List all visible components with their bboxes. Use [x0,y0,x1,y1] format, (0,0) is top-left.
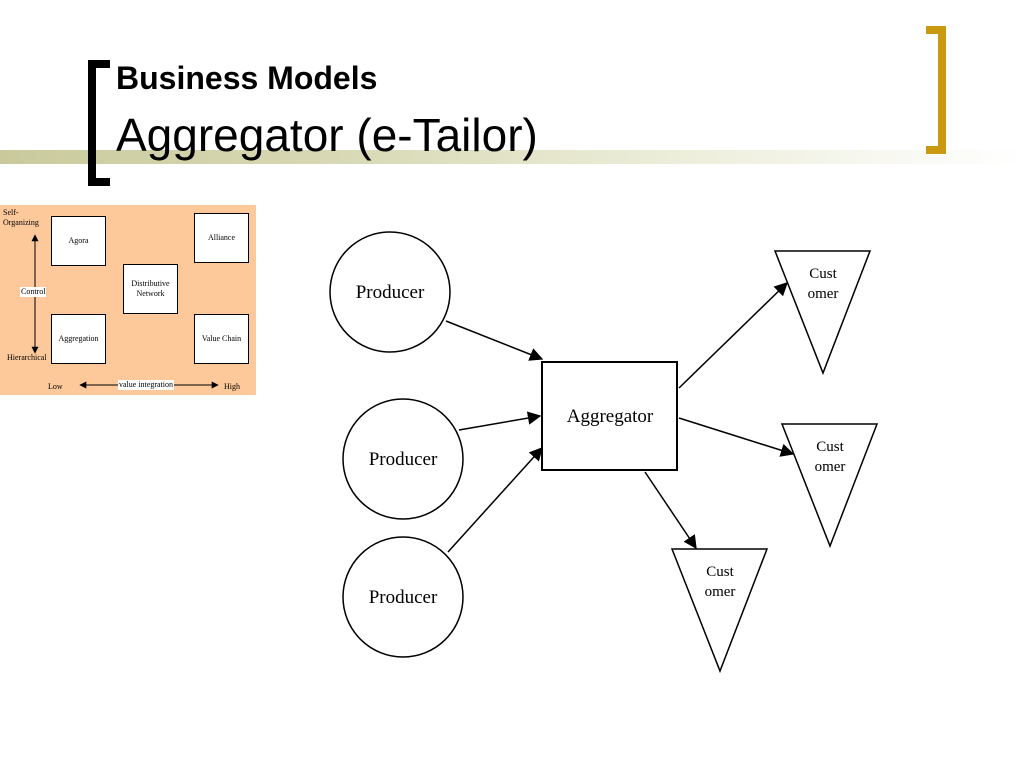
flow-arrow-producer2-aggregator [458,411,542,431]
customer-label-1: Cust omer [807,266,839,302]
aggregator-label: Aggregator [566,406,654,427]
flow-arrow-aggregator-customer1 [678,282,788,389]
matrix-box-distributive-network: Distributive Network [123,264,178,314]
slide-title: Business Models [116,60,378,96]
axis-label-hierarchical: Hierarchical [7,353,47,362]
producer-node-1 [329,231,451,353]
producer-label-2: Producer [368,449,438,470]
business-model-matrix: Self- Organizing Control Hierarchical Lo… [0,205,256,395]
flow-arrow-producer1-aggregator [445,320,544,361]
right-bracket-decoration [926,26,946,154]
customer-node-3 [670,548,769,674]
customer-node-1 [773,250,872,376]
slide-subtitle: Aggregator (e-Tailor) [116,109,538,161]
left-bracket-decoration [88,60,110,186]
producer-label-1: Producer [355,282,425,303]
aggregator-node [541,361,678,471]
producer-node-2 [342,398,464,520]
flow-arrow-aggregator-customer2 [678,417,795,457]
axis-label-high: High [224,382,240,391]
producer-node-3 [342,536,464,658]
customer-label-2: Cust omer [814,439,846,475]
matrix-box-agora: Agora [51,216,106,266]
flow-arrow-producer3-aggregator [447,446,543,553]
axis-label-control: Control [20,287,47,297]
axis-label-value-integration: value integration [118,380,174,390]
header-decoration-band [0,150,1024,164]
matrix-box-alliance: Alliance [194,213,249,263]
customer-label-3: Cust omer [704,564,736,600]
axis-label-low: Low [48,382,63,391]
matrix-box-value-chain: Value Chain [194,314,249,364]
flow-arrow-aggregator-customer3 [644,471,697,550]
axis-label-self-organizing: Self- Organizing [3,208,39,227]
producer-label-3: Producer [368,587,438,608]
matrix-box-aggregation: Aggregation [51,314,106,364]
customer-node-2 [780,423,879,549]
